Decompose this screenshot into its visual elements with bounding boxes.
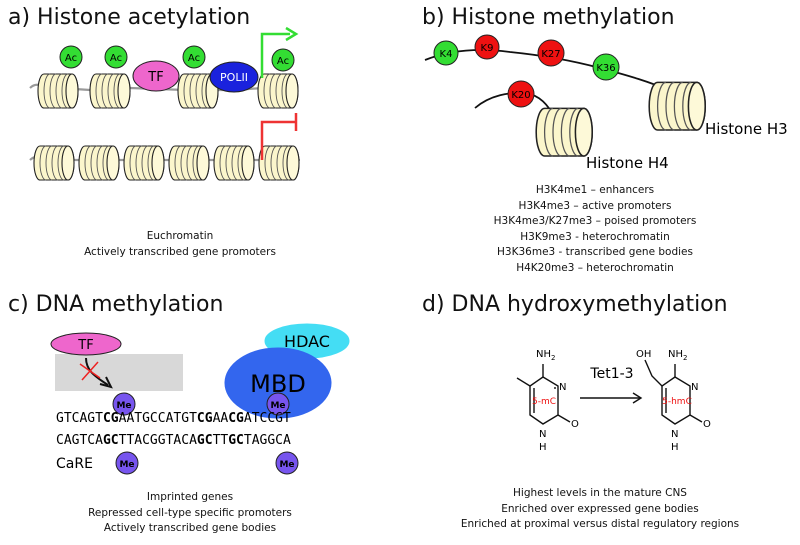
panel-a-title: a) Histone acetylation xyxy=(8,5,251,30)
k27-mark: K27 xyxy=(537,39,565,67)
5hmc-molecule xyxy=(644,359,703,425)
svg-text:Me: Me xyxy=(270,401,285,411)
svg-text:Me: Me xyxy=(119,460,134,470)
nh2-label: NH2 xyxy=(668,349,687,362)
caption-line: H3K9me3 - heterochromatin xyxy=(520,230,670,243)
k36-mark: K36 xyxy=(592,53,620,81)
n-label: N xyxy=(671,429,678,440)
tet-enzyme-label: Tet1-3 xyxy=(589,366,633,382)
k20-mark: K20 xyxy=(507,80,535,108)
dna-sequence-top: GTCAGTCGAATGCCATGTCGAACGATCCGT xyxy=(56,411,291,426)
polii-protein: POLII xyxy=(209,61,259,93)
panel-b-title: b) Histone methylation xyxy=(422,5,675,30)
caption-line: Enriched at proximal versus distal regul… xyxy=(460,518,740,530)
nucleosome xyxy=(37,73,79,109)
svg-text:HDAC: HDAC xyxy=(284,332,330,351)
svg-text:K20: K20 xyxy=(511,90,530,101)
nucleosome xyxy=(33,145,75,181)
caption-line: H3K4me3/K27me3 – poised promoters xyxy=(493,215,697,227)
caption-line: Repressed cell-type specific promoters xyxy=(88,506,292,519)
k9-mark: K9 xyxy=(474,34,500,60)
caption-line: H4K20me3 – heterochromatin xyxy=(516,261,674,274)
oh-label: OH xyxy=(636,349,651,360)
panel-c-title: c) DNA methylation xyxy=(8,292,224,317)
svg-text:Me: Me xyxy=(279,460,294,470)
n-label: N xyxy=(691,382,698,393)
panel-b-caption: H3K4me1 – enhancers H3K4me3 – active pro… xyxy=(470,183,720,276)
caption-line: Highest levels in the mature CNS xyxy=(513,487,687,499)
svg-text:K36: K36 xyxy=(596,63,615,74)
svg-text:Ac: Ac xyxy=(110,53,122,64)
k4-mark: K4 xyxy=(433,40,459,66)
panel-c-caption: Imprinted genes Repressed cell-type spec… xyxy=(70,490,310,537)
active-tss-arrow xyxy=(260,32,290,78)
care-label: CaRE xyxy=(56,456,93,472)
repressed-tss-arrow xyxy=(260,120,296,160)
svg-text:Me: Me xyxy=(116,401,131,411)
caption-line: Actively transcribed gene promoters xyxy=(84,245,276,258)
nucleosome xyxy=(258,145,300,181)
o-label: O xyxy=(703,419,711,430)
dna-sequence-bottom: CAGTCAGCTTACGGTACAGCTTGCTAGGCA xyxy=(56,433,291,448)
caption-line: H3K36me3 - transcribed gene bodies xyxy=(497,246,693,258)
panel-a-caption: Euchromatin Actively transcribed gene pr… xyxy=(60,229,300,260)
tf-protein-c: TF xyxy=(50,332,122,356)
caption-line: Euchromatin xyxy=(146,230,214,242)
svg-text:Ac: Ac xyxy=(65,53,77,64)
n-label: N xyxy=(539,429,546,440)
svg-text:POLII: POLII xyxy=(220,71,248,84)
caption-line: Imprinted genes xyxy=(146,491,234,503)
methyl-mark: Me xyxy=(266,392,290,416)
5hmc-label: 5-hmC xyxy=(662,397,692,407)
care-box xyxy=(55,354,183,391)
caption-line: H3K4me3 – active promoters xyxy=(518,199,672,212)
nucleosome xyxy=(89,73,131,109)
o-label: O xyxy=(571,419,579,430)
svg-text:Ac: Ac xyxy=(188,53,200,64)
ac-mark: Ac xyxy=(104,45,128,69)
h-label: H xyxy=(539,442,547,453)
panel-d-title: d) DNA hydroxymethylation xyxy=(422,292,728,317)
5mc-molecule xyxy=(516,364,571,425)
ac-mark: Ac xyxy=(271,48,295,72)
mbd-protein: MBD xyxy=(224,347,332,419)
nucleosome xyxy=(123,145,165,181)
h-label: H xyxy=(671,442,679,453)
caption-line: Enriched over expressed gene bodies xyxy=(501,502,699,515)
histone-h3-nucleosome xyxy=(648,81,706,131)
methyl-mark: Me xyxy=(275,451,299,475)
svg-text:K4: K4 xyxy=(440,49,453,60)
nucleosome xyxy=(257,73,299,109)
histone-h4-nucleosome xyxy=(535,107,593,157)
ac-mark: Ac xyxy=(182,45,206,69)
nucleosome xyxy=(78,145,120,181)
tf-protein: TF xyxy=(132,60,180,92)
nucleosome xyxy=(213,145,255,181)
svg-text:Ac: Ac xyxy=(277,56,289,67)
histone-h3-label: Histone H3 xyxy=(705,120,788,138)
histone-h4-label: Histone H4 xyxy=(586,154,669,172)
block-cross-icon xyxy=(79,361,101,381)
svg-text:TF: TF xyxy=(147,70,163,85)
svg-text:K27: K27 xyxy=(541,49,560,60)
n-label: N xyxy=(559,382,566,393)
methyl-mark: Me xyxy=(115,451,139,475)
nucleosome xyxy=(168,145,210,181)
ac-mark: Ac xyxy=(59,45,83,69)
svg-text:TF: TF xyxy=(77,338,93,353)
5mc-label: 5-mC xyxy=(532,397,556,407)
panel-d-caption: Highest levels in the mature CNS Enriche… xyxy=(450,486,750,533)
caption-line: H3K4me1 – enhancers xyxy=(535,184,655,196)
svg-text:K9: K9 xyxy=(481,43,494,54)
caption-line: Actively transcribed gene bodies xyxy=(103,522,277,534)
methyl-mark: Me xyxy=(112,392,136,416)
nh2-label: NH2 xyxy=(536,349,555,362)
